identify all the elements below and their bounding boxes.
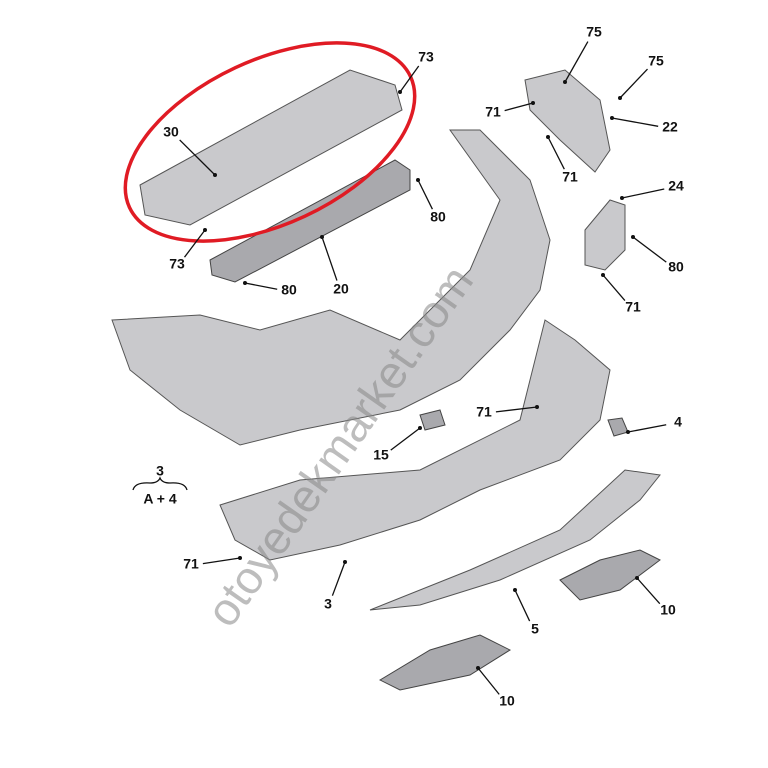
callout-24: 24 <box>668 178 684 194</box>
part-10-deflector-right <box>559 549 661 601</box>
leader-dot-71d <box>535 405 539 409</box>
leader-line-73a <box>399 65 420 93</box>
leader-line-5 <box>514 589 531 622</box>
leader-line-75b <box>619 68 648 99</box>
leader-dot-71e <box>238 556 242 560</box>
leader-line-75a <box>564 41 589 83</box>
leader-line-80a <box>417 179 433 210</box>
leader-line-71e <box>202 557 241 565</box>
callout-75b: 75 <box>648 53 664 69</box>
callout-71b: 71 <box>562 169 578 185</box>
leader-dot-80a <box>416 178 420 182</box>
leader-dot-80b <box>631 235 635 239</box>
part-22-bracket <box>524 69 611 173</box>
callout-71d: 71 <box>476 404 492 420</box>
leader-line-3b <box>331 561 346 596</box>
callout-75a: 75 <box>586 24 602 40</box>
callout-22: 22 <box>662 119 678 135</box>
leader-dot-73b <box>203 228 207 232</box>
leader-line-20 <box>321 236 338 281</box>
leader-line-10b <box>477 667 500 695</box>
leader-line-10a <box>636 577 661 605</box>
leader-line-80b <box>632 236 667 263</box>
callout-10b: 10 <box>499 693 515 709</box>
leader-line-30 <box>179 139 216 176</box>
leader-dot-73a <box>398 90 402 94</box>
parts <box>111 69 661 691</box>
callout-80c: 80 <box>281 282 297 298</box>
leader-line-80c <box>244 282 278 290</box>
part-15-clip <box>419 409 446 431</box>
leader-line-71a <box>504 102 534 112</box>
callout-80b: 80 <box>668 259 684 275</box>
callout-4: 4 <box>674 414 682 430</box>
leader-dot-80c <box>243 281 247 285</box>
part-4-cap <box>607 417 629 437</box>
callout-15: 15 <box>373 447 389 463</box>
leader-line-22 <box>611 117 659 127</box>
leader-dot-3b <box>343 560 347 564</box>
leader-dot-71b <box>546 135 550 139</box>
leader-dot-4 <box>626 430 630 434</box>
leader-line-73b <box>183 229 206 258</box>
leader-dot-24 <box>620 196 624 200</box>
leader-line-4 <box>627 424 667 433</box>
part-24-bracket <box>584 199 626 271</box>
leader-line-71d <box>495 406 538 413</box>
leader-dot-71c <box>601 273 605 277</box>
part-10-deflector-left <box>378 634 512 691</box>
leader-line-15 <box>390 427 421 451</box>
leader-dot-22 <box>610 116 614 120</box>
leader-line-71b <box>547 136 565 170</box>
part-30-reinforcement-beam <box>139 69 403 226</box>
leader-dot-20 <box>320 235 324 239</box>
callout-73b: 73 <box>169 256 185 272</box>
callout-30: 30 <box>163 124 179 140</box>
leader-dot-5 <box>513 588 517 592</box>
callout-73a: 73 <box>418 49 434 65</box>
callout-71e: 71 <box>183 556 199 572</box>
leader-dot-75b <box>618 96 622 100</box>
callout-20: 20 <box>333 281 349 297</box>
assembly-note-top: 3 <box>156 463 164 479</box>
callout-71c: 71 <box>625 299 641 315</box>
leader-dot-15 <box>418 426 422 430</box>
callout-80a: 80 <box>430 209 446 225</box>
callout-71a: 71 <box>485 104 501 120</box>
assembly-note: 3 A + 4 <box>132 463 188 507</box>
callouts: 75 75 73 30 71 22 71 73 80 24 80 80 20 71 71 15 4 71 3 5 10 1… <box>163 24 684 709</box>
leader-dot-75a <box>563 80 567 84</box>
part-bumper-cover-upper <box>111 129 551 446</box>
assembly-note-bottom: A + 4 <box>143 491 177 507</box>
leader-dot-30 <box>213 173 217 177</box>
leader-line-24 <box>621 188 665 199</box>
callout-3b: 3 <box>324 596 332 612</box>
leader-dot-10b <box>476 666 480 670</box>
callout-10a: 10 <box>660 602 676 618</box>
part-20-absorber <box>209 159 411 283</box>
part-3-bumper-lower <box>219 319 611 561</box>
leader-line-71c <box>602 274 626 302</box>
part-5-diffuser <box>369 469 661 611</box>
leader-dot-71a <box>531 101 535 105</box>
leader-dot-10a <box>635 576 639 580</box>
callout-5: 5 <box>531 621 539 637</box>
brace-icon <box>132 476 188 491</box>
